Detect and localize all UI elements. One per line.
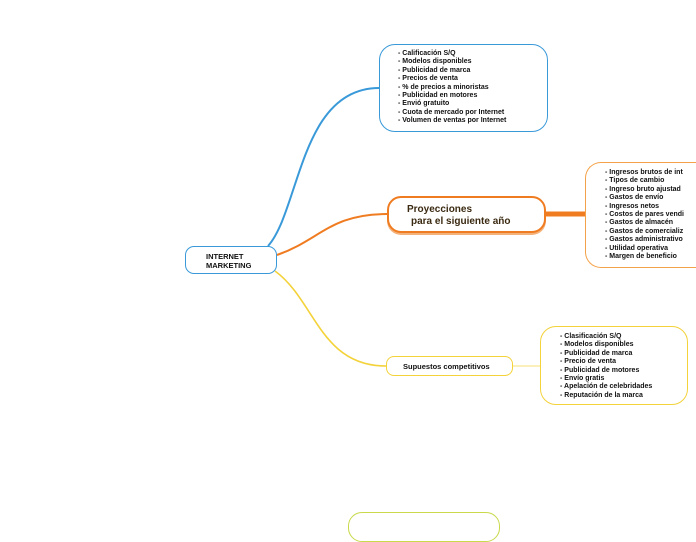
top-list: - Calificación S/Q- Modelos disponibles-… (398, 50, 547, 126)
list-item: - Envió gratuito (398, 100, 450, 108)
list-item: - Ingreso bruto ajustad (605, 185, 681, 193)
root-label-line1: INTERNET (206, 252, 244, 261)
list-item: - Gastos de comercializ (605, 227, 684, 235)
list-item: - Apelación de celebridades (560, 383, 653, 391)
list-item: - Reputación de la marca (560, 391, 643, 399)
list-item: - Cuota de mercado por Internet (398, 108, 505, 116)
list-item: - Publicidad de marca (398, 66, 471, 74)
top-list-node[interactable]: - Calificación S/Q- Modelos disponibles-… (379, 44, 548, 132)
list-item: - Precios de venta (398, 75, 458, 83)
list-item: - Gastos de envío (605, 194, 664, 202)
list-item: - Envío gratis (560, 375, 605, 383)
list-item: - Tipos de cambio (605, 177, 665, 185)
list-item: - Ingresos netos (605, 202, 660, 210)
list-item: - Volumen de ventas por Internet (398, 117, 507, 125)
connector-root-to-top-list (267, 87, 380, 247)
connector-root-to-proyecciones (276, 213, 388, 256)
list-item: - Modelos disponibles (398, 58, 472, 66)
supuestos-list-node[interactable]: - Clasificación S/Q- Modelos disponibles… (540, 326, 688, 405)
root-node-internet-marketing[interactable]: INTERNET MARKETING (185, 246, 277, 274)
list-item: - Ingresos brutos de int (605, 169, 683, 176)
supuestos-list: - Clasificación S/Q- Modelos disponibles… (560, 333, 687, 400)
proyecciones-list-node[interactable]: - Ingresos brutos de int- Tipos de cambi… (585, 162, 696, 268)
list-item: - Publicidad de motores (560, 366, 640, 374)
list-item: - Margen de beneficio (605, 253, 677, 261)
list-item: - Calificación S/Q (398, 50, 456, 57)
list-item: - Costos de pares vendi (605, 211, 684, 219)
proyecciones-label-line2: para el siguiente año (411, 216, 511, 227)
bottom-node-partial[interactable] (348, 512, 500, 542)
list-item: - % de precios a minoristas (398, 83, 489, 91)
list-item: - Clasificación S/Q (560, 333, 622, 340)
list-item: - Publicidad en motores (398, 92, 478, 100)
list-item: - Gastos administrativo (605, 236, 683, 244)
list-item: - Publicidad de marca (560, 349, 633, 357)
proyecciones-label-line1: Proyecciones (407, 204, 473, 215)
list-item: - Utilidad operativa (605, 244, 669, 252)
root-label-line2: MARKETING (206, 261, 252, 270)
connector-root-to-supuestos (274, 270, 387, 367)
connector-lines (267, 87, 585, 367)
proyecciones-node[interactable]: Proyecciones para el siguiente año (387, 196, 546, 233)
list-item: - Gastos de almacén (605, 219, 674, 227)
list-item: - Precio de venta (560, 358, 617, 366)
supuestos-label: Supuestos competitivos (403, 362, 490, 371)
list-item: - Modelos disponibles (560, 341, 634, 349)
proyecciones-list: - Ingresos brutos de int- Tipos de cambi… (605, 169, 696, 261)
supuestos-node[interactable]: Supuestos competitivos (386, 356, 513, 376)
